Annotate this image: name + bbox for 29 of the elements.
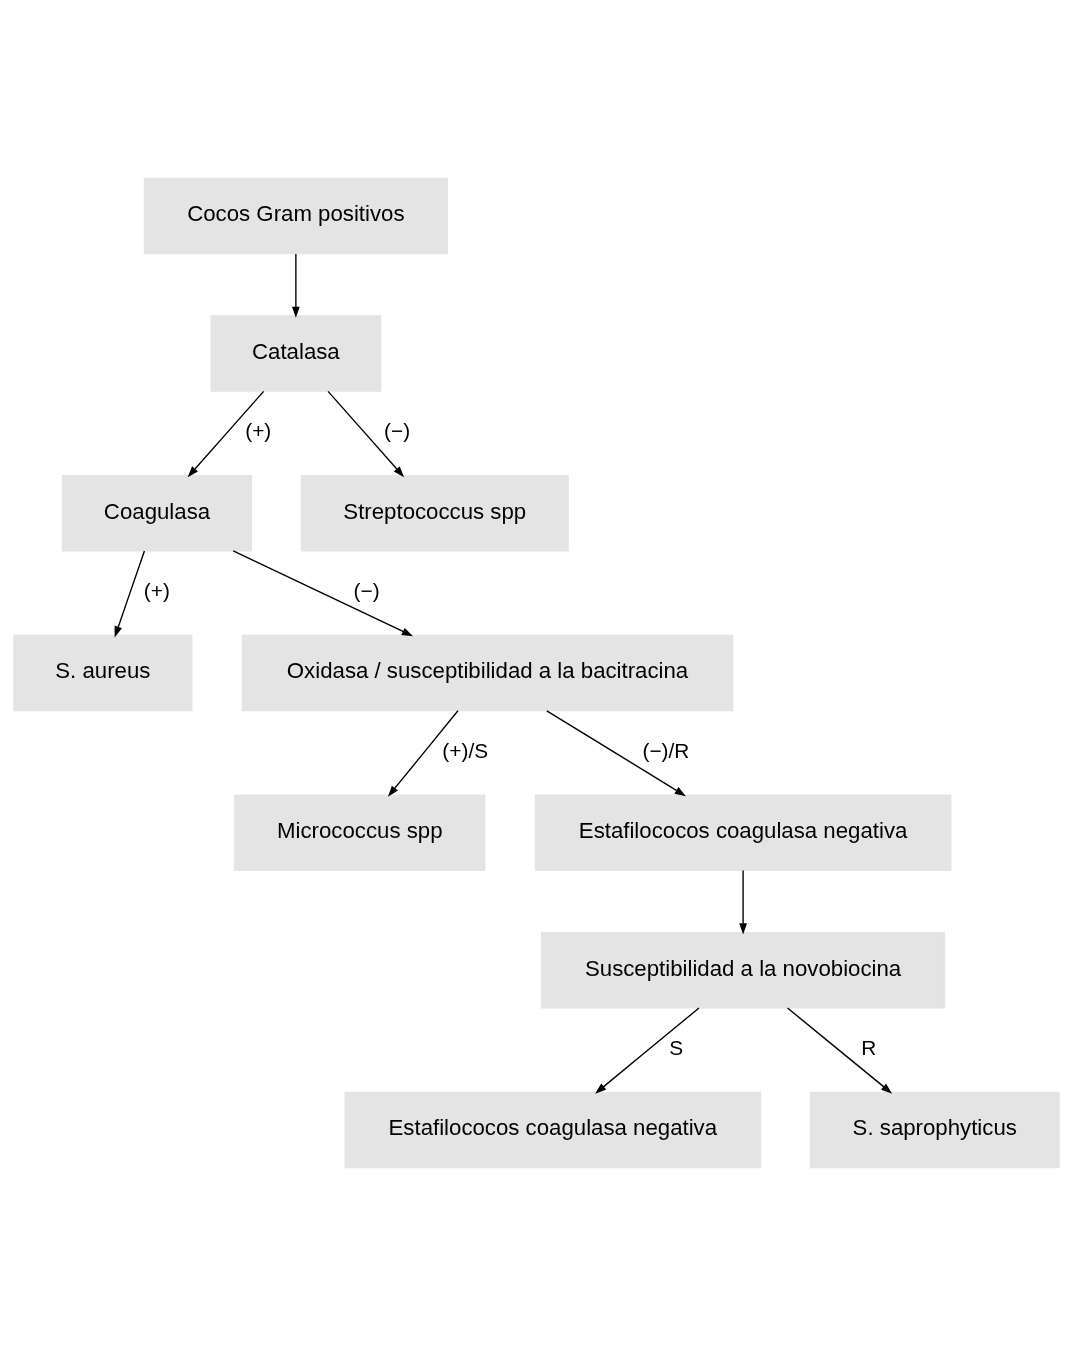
arrow [114,550,146,638]
node-box: Susceptibilidad a la novobiocina [541,932,946,1009]
edge-label: S [669,1035,684,1059]
edge-label: (+) [245,419,272,443]
arrow [739,869,747,935]
edge-label: (+)/S [442,738,489,762]
edge-label: R [861,1035,877,1059]
node-box: Cocos Gram positivos [143,177,448,255]
node-box: Coagulasa [61,475,253,552]
node-box: S. saprophyticus [809,1091,1060,1169]
arrow [291,253,300,318]
edge-label: (−) [384,419,411,443]
node-box: Estafilococos coagulasa negativa [344,1091,762,1169]
arrow [327,390,405,478]
edge-label: (−)/R [642,738,690,762]
arrow [387,710,459,797]
arrow [232,550,413,637]
node-box: Micrococcus spp [234,794,486,871]
node-box: Estafilococos coagulasa negativa [534,794,952,871]
node-box: Catalasa [210,315,382,392]
arrow [546,710,686,797]
arrow [187,390,265,478]
node-box: S. aureus [13,634,193,712]
arrow [595,1007,700,1094]
node-box: Oxidasa / susceptibilidad a la bacitracina [241,634,734,712]
node-box: Streptococcus spp [300,475,569,552]
edge-label: (−) [353,579,380,602]
arrow [786,1007,893,1094]
edge-label: (+) [143,579,170,602]
